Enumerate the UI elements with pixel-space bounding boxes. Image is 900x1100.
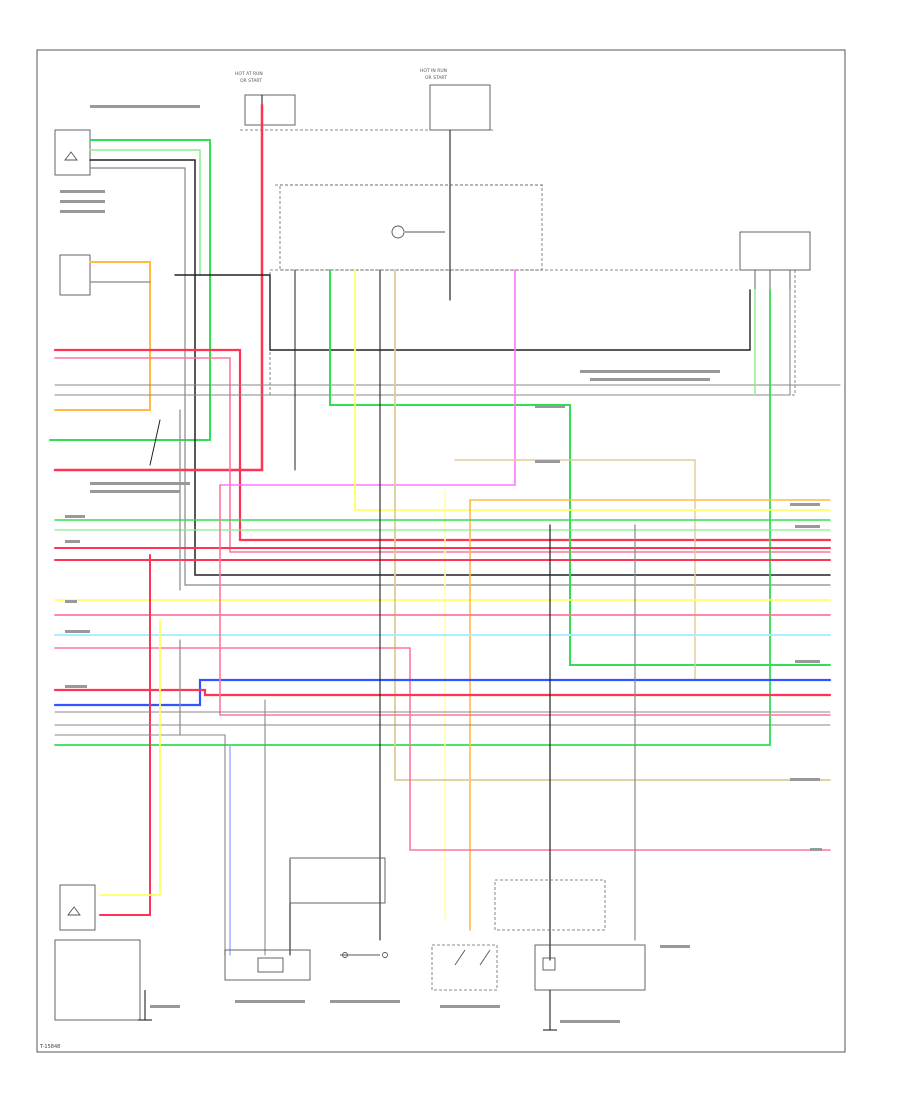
relay-coil-symbol (391, 225, 405, 239)
right-control-module (739, 231, 811, 290)
hot-at-all-times-fuse: HOT AT RUN OR START (235, 71, 296, 126)
dual-switch-component (431, 944, 498, 991)
left-sensor-1 (54, 129, 91, 176)
svg-text:HOT IN RUN: HOT IN RUN (420, 68, 447, 74)
fuel-pump-component (494, 879, 646, 991)
bottom-ground-symbol (543, 990, 557, 1031)
hot-at-all-times-fuse-2: HOT IN RUN OR START (420, 68, 491, 131)
relay-box (279, 184, 543, 271)
bottom-left-sensor (54, 884, 141, 1021)
svg-text:OR START: OR START (240, 78, 262, 84)
switch-component (289, 857, 388, 958)
ecm-dashed-box (269, 269, 796, 396)
wire-label-marks (60, 105, 822, 1023)
svg-text:HOT AT RUN: HOT AT RUN (235, 71, 263, 77)
wire-harness (49, 103, 841, 961)
svg-text:OR START: OR START (425, 75, 447, 81)
relay-component-1 (224, 949, 311, 981)
left-ground-symbol (138, 990, 152, 1021)
diagram-frame (36, 49, 846, 1053)
left-sensor-2 (59, 254, 91, 296)
footer-code: T-15848 (39, 1044, 60, 1050)
